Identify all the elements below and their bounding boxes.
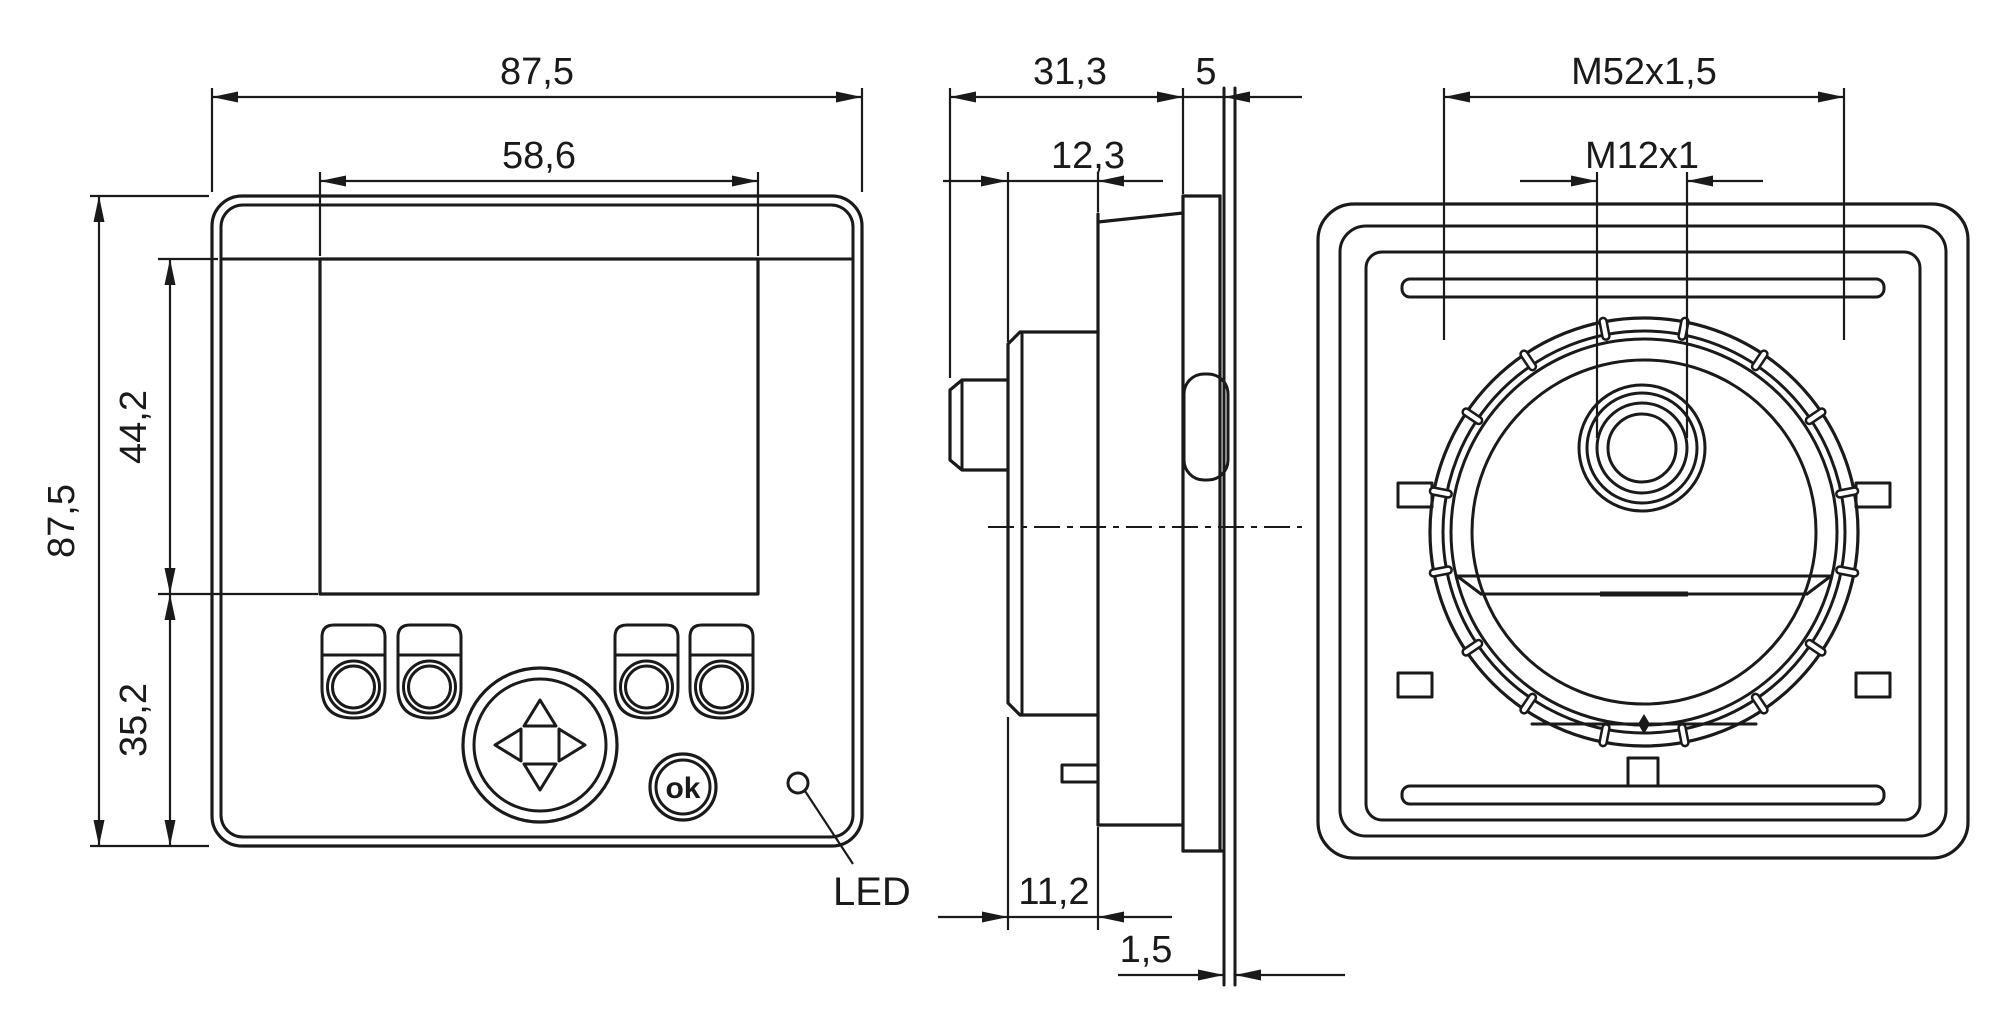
- rear-view-dimensions: M52x1,5 M12x1: [1442, 51, 1846, 438]
- dim-bezel-depth: 5: [1195, 51, 1216, 93]
- dpad-button: [461, 666, 619, 824]
- arrow-left-icon: [493, 727, 523, 763]
- rear-housing: [1316, 202, 1970, 860]
- mounting-panel: [1222, 86, 1237, 987]
- led-indicator: [786, 771, 810, 795]
- dim-display-width: 58,6: [502, 135, 576, 177]
- led-label: LED: [833, 870, 911, 914]
- dim-display-height: 44,2: [113, 390, 155, 464]
- display-area: [318, 257, 760, 596]
- side-view-dimensions: 31,3 5 12,3 11,2 1,5: [938, 51, 1345, 981]
- m12-connector-rear: [1577, 383, 1707, 513]
- ok-button: ok: [648, 752, 718, 822]
- dim-mounting-thread: M52x1,5: [1571, 51, 1717, 93]
- front-bezel-side: [1181, 194, 1230, 853]
- bottom-clip-rail: [1400, 784, 1886, 806]
- rear-view: [1316, 202, 1970, 860]
- window-edges: [1455, 574, 1833, 734]
- vent-tab: [1060, 763, 1100, 784]
- m52-collar-side: [1006, 330, 1100, 717]
- front-housing: [210, 194, 864, 848]
- side-view: [948, 86, 1302, 987]
- m12-connector-side: [948, 378, 1010, 472]
- softkey-button-2: [396, 623, 463, 720]
- dim-overall-width: 87,5: [500, 51, 574, 93]
- dim-rear-depth: 11,2: [1018, 871, 1089, 913]
- dim-thread-depth: 12,3: [1051, 135, 1125, 177]
- front-view: ok LED: [210, 194, 911, 914]
- m52-collar-rear: [1428, 316, 1860, 748]
- housing-body-side: [1060, 211, 1185, 827]
- softkey-button-4: [688, 623, 755, 720]
- bottom-tab: [1626, 756, 1660, 788]
- top-clip-rail: [1400, 277, 1886, 299]
- softkey-button-3: [613, 623, 680, 720]
- seal-detail: [1182, 372, 1230, 482]
- dim-mounting-depth: 31,3: [1033, 51, 1107, 93]
- arrow-down-icon: [522, 762, 558, 792]
- led-leader-line: [804, 790, 854, 865]
- ok-button-label: ok: [665, 772, 700, 805]
- front-view-dimensions: 87,5 58,6 87,5 44,2 35,2: [41, 51, 864, 848]
- dim-overall-height: 87,5: [41, 484, 83, 558]
- softkey-button-1: [320, 623, 387, 720]
- dim-connector-thread: M12x1: [1585, 135, 1699, 177]
- arrow-up-icon: [522, 698, 558, 728]
- dim-panel-thickness: 1,5: [1120, 929, 1173, 971]
- dim-keypad-height: 35,2: [113, 683, 155, 757]
- arrow-right-icon: [557, 727, 587, 763]
